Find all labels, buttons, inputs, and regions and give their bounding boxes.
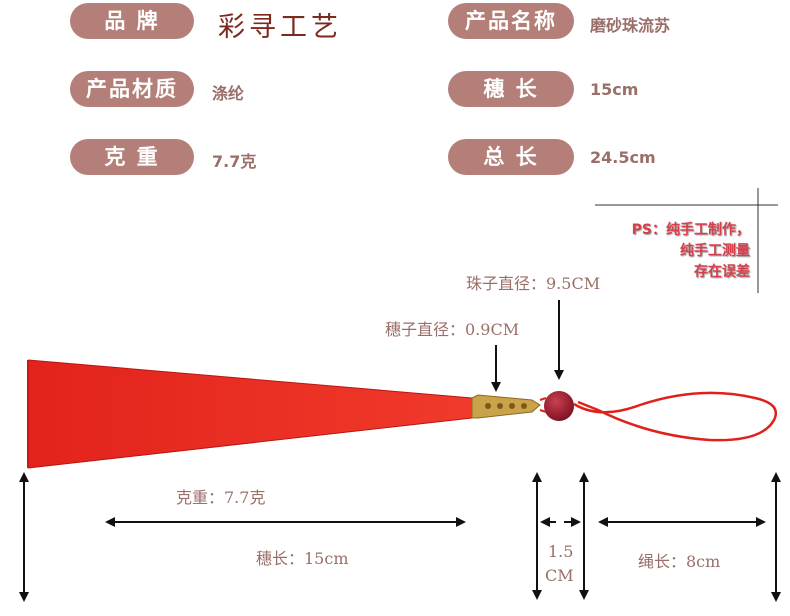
product-name-label: 产品名称 bbox=[448, 3, 574, 39]
material-label: 产品材质 bbox=[70, 71, 194, 107]
brand-value: 彩寻工艺 bbox=[218, 12, 342, 43]
frosted-bead bbox=[544, 391, 574, 421]
note-line-2: 纯手工测量 bbox=[680, 243, 750, 259]
weight-value: 7.7克 bbox=[212, 152, 257, 171]
handmade-note: PS：纯手工制作， 纯手工测量 存在误差 bbox=[585, 220, 750, 283]
weight-annotation: 克重：7.7克 bbox=[176, 488, 266, 507]
note-line-1: PS：纯手工制作， bbox=[631, 222, 750, 238]
cap-length-annotation-bottom: CM bbox=[545, 566, 574, 585]
brand-label: 品 牌 bbox=[70, 3, 194, 39]
tassel-diameter-label: 穗子直径：0.9CM bbox=[385, 320, 520, 339]
weight-label: 克 重 bbox=[70, 139, 194, 175]
note-line-3: 存在误差 bbox=[694, 264, 750, 280]
tassel-length-annotation: 穗长：15cm bbox=[256, 549, 349, 568]
bead-diameter-label: 珠子直径：9.5CM bbox=[466, 274, 601, 293]
material-value: 涤纶 bbox=[212, 84, 245, 103]
cord-loop bbox=[573, 391, 778, 442]
product-name-value: 磨砂珠流苏 bbox=[590, 16, 671, 35]
cord-length-annotation: 绳长：8cm bbox=[638, 552, 721, 571]
tassel-cap bbox=[471, 394, 541, 419]
tassel-length-label: 穗 长 bbox=[448, 71, 574, 107]
total-length-value: 24.5cm bbox=[590, 148, 656, 167]
tassel-body bbox=[27, 359, 473, 469]
cap-length-annotation-top: 1.5 bbox=[548, 542, 574, 561]
tassel-length-value: 15cm bbox=[590, 80, 639, 99]
total-length-label: 总 长 bbox=[448, 139, 574, 175]
